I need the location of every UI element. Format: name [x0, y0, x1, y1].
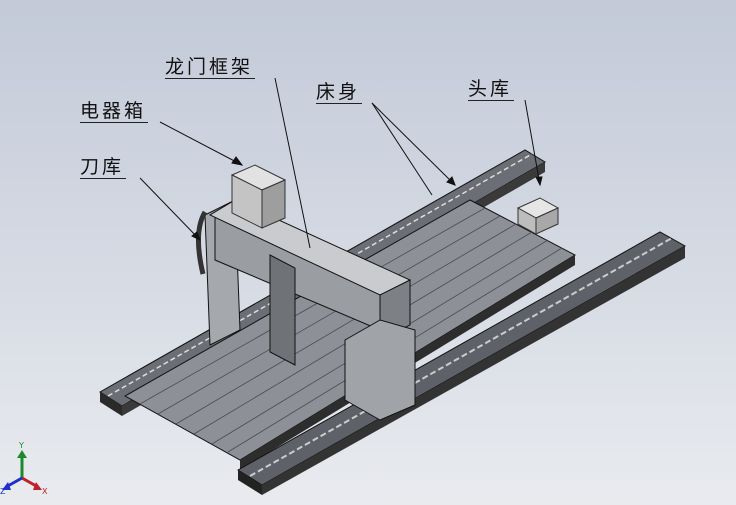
triad-z-label: Z: [0, 487, 6, 496]
label-gantry-frame: 龙门框架: [165, 56, 256, 79]
label-bed: 床身: [316, 81, 363, 104]
label-electrical-cabinet: 电器箱: [80, 100, 149, 123]
triad-y-label: Y: [19, 441, 24, 450]
bed-rail-right: [237, 231, 687, 495]
headstock-model: [516, 197, 560, 235]
label-headstock: 头库: [468, 78, 515, 101]
coordinate-triad: [2, 450, 42, 490]
triad-x-label: X: [42, 487, 48, 496]
leader-lines: [139, 77, 543, 249]
electrical-cabinet-model: [230, 164, 287, 229]
label-tool-magazine: 刀库: [80, 156, 127, 179]
